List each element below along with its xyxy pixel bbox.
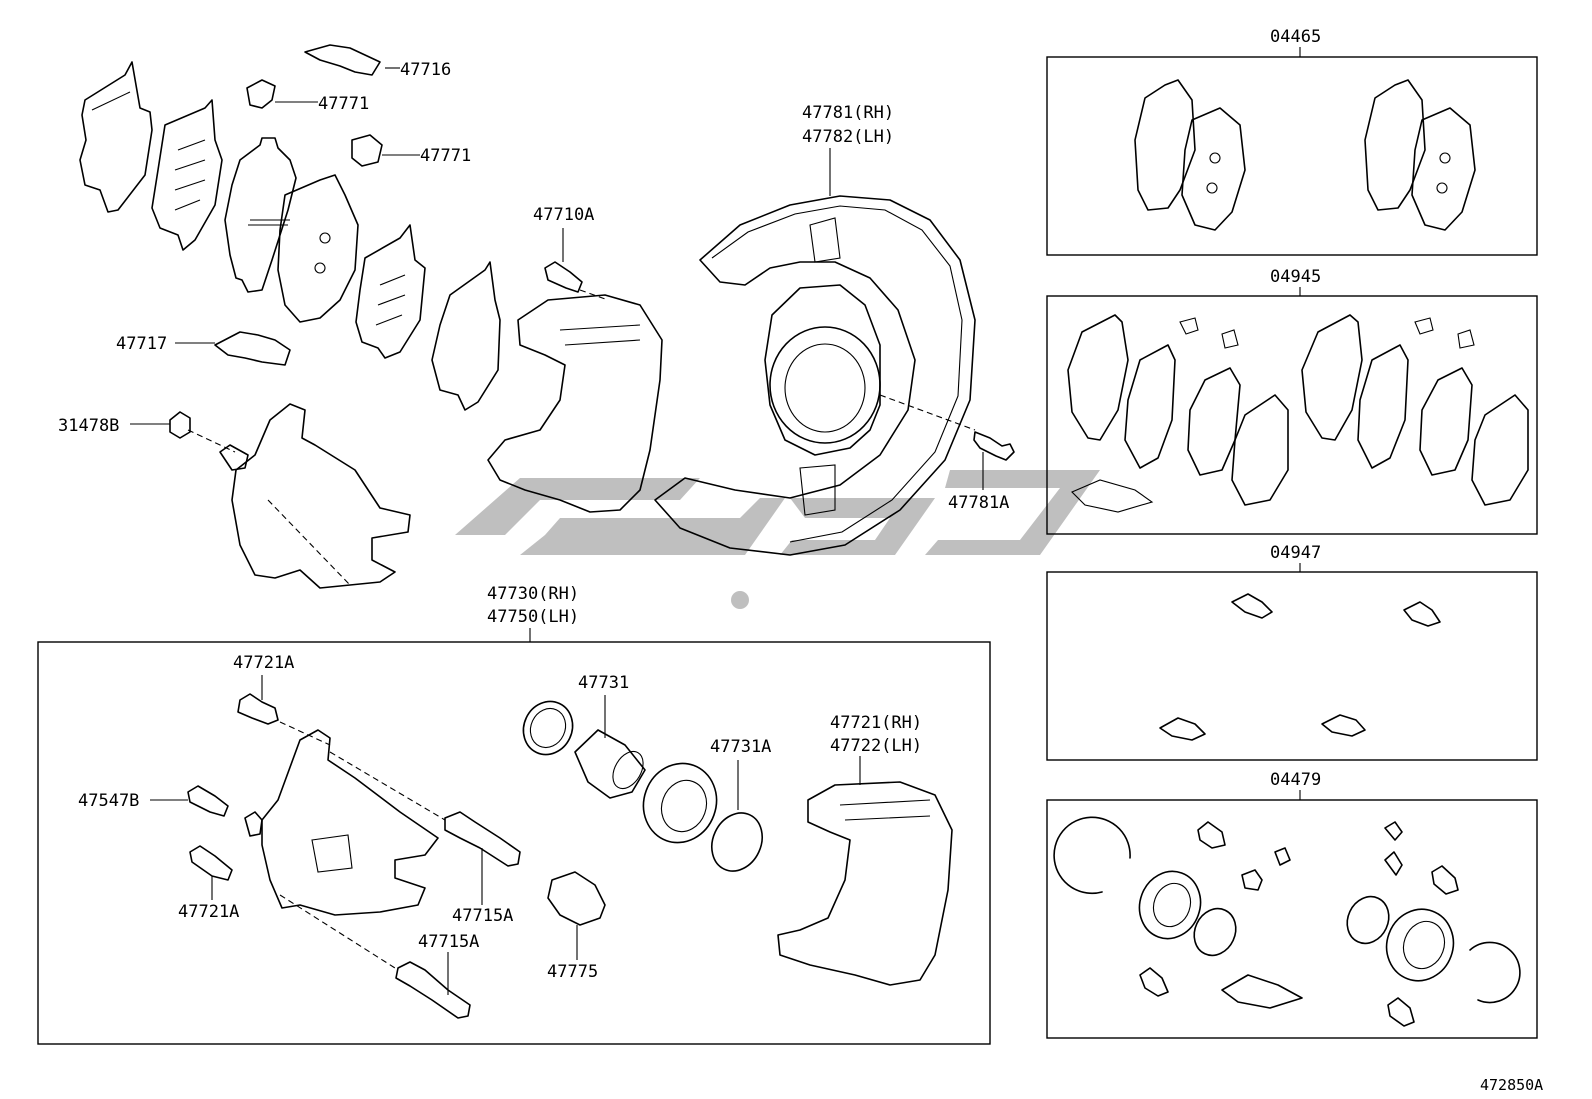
ring-47731A: [711, 760, 763, 872]
label-47781A: 47781A: [948, 493, 1009, 513]
clip-47771-a: [246, 79, 318, 109]
dust-boot: [642, 762, 718, 844]
guide-pin-47715A-a: [444, 811, 521, 905]
kit-04947-clips: [1159, 593, 1441, 741]
bleeder-cap-31478B: [130, 411, 236, 453]
caliper-body: [244, 729, 446, 969]
label-47721A-top: 47721A: [233, 653, 294, 673]
bolt-47710A: [544, 228, 609, 301]
label-47547B: 47547B: [78, 791, 139, 811]
kit-04945-shims: [1067, 314, 1529, 513]
caliper-assembly-box: [37, 641, 991, 1045]
label-47721-rh: 47721(RH): [830, 713, 922, 733]
label-47781-rh: 47781(RH): [802, 103, 894, 123]
label-47715A-a: 47715A: [452, 906, 513, 926]
disc-dust-shield: [654, 148, 976, 556]
guide-pin-47715A-b: [395, 952, 471, 1019]
label-47782-lh: 47782(LH): [802, 127, 894, 147]
kit-label-04479: 04479: [1270, 770, 1321, 790]
piston-seal-47731: [522, 695, 606, 756]
label-47730-rh: 47730(RH): [487, 584, 579, 604]
caliper-assembly-upper: [219, 403, 411, 589]
kit-box-04479: [1046, 799, 1538, 1039]
kit-04465-pads: [1134, 79, 1476, 231]
mounting-bracket-upper: [487, 294, 663, 513]
diagram-id: 472850A: [1480, 1076, 1543, 1094]
mounting-bracket-lower: [777, 756, 953, 986]
label-47716: 47716: [400, 60, 451, 80]
clip-47771-b: [351, 134, 420, 167]
brake-pad-inner: [277, 174, 359, 323]
clip-47717: [175, 331, 291, 366]
kit-box-04465: [1046, 56, 1538, 256]
label-31478B: 31478B: [58, 416, 119, 436]
kit-label-04945: 04945: [1270, 267, 1321, 287]
label-47715A-b: 47715A: [418, 932, 479, 952]
shim-right-b: [431, 261, 501, 411]
shim-inner-left: [151, 99, 223, 251]
shim-outer-left: [79, 61, 153, 213]
label-47722-lh: 47722(LH): [830, 736, 922, 756]
label-47721A-bottom: 47721A: [178, 902, 239, 922]
kit-label-04465: 04465: [1270, 27, 1321, 47]
kit-box-04945: [1046, 295, 1538, 535]
kit-label-04947: 04947: [1270, 543, 1321, 563]
clip-47716: [304, 44, 400, 76]
kit-04479-seals: [1053, 816, 1521, 1027]
label-47771-a: 47771: [318, 94, 369, 114]
label-47731A: 47731A: [710, 737, 771, 757]
kit-box-04947: [1046, 571, 1538, 761]
label-47775: 47775: [547, 962, 598, 982]
bleeder-screw-47547B: [150, 785, 229, 817]
label-47750-lh: 47750(LH): [487, 607, 579, 627]
shim-right-a: [355, 224, 426, 359]
bolt-47781A: [973, 431, 1015, 490]
bolt-47721A-bottom: [189, 845, 233, 900]
brake-pad-outer: [224, 137, 297, 293]
label-47731: 47731: [578, 673, 629, 693]
label-47710A: 47710A: [533, 205, 594, 225]
piston: [574, 729, 646, 799]
label-47771-b: 47771: [420, 146, 471, 166]
boot-47775: [547, 871, 606, 960]
label-47717: 47717: [116, 334, 167, 354]
bolt-47721A-top: [237, 675, 331, 746]
